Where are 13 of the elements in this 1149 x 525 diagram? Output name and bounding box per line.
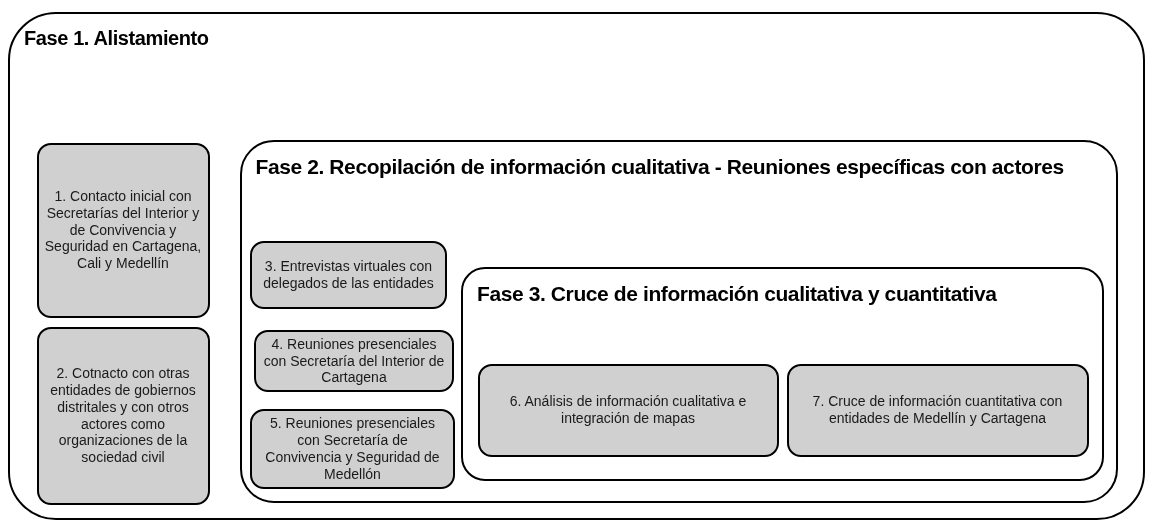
activity-box: 7. Cruce de información cuantitativa con entidades de Medellín y Cartagena <box>786 363 1089 457</box>
activity-box: 1. Contacto inicial con Secretarías del Interior y de Convivencia y Seguridad en Cartagena, Cali y Medellín <box>36 142 210 318</box>
phase-container <box>461 267 1104 481</box>
phase-title: Fase 1. Alistamiento <box>24 26 210 50</box>
activity-box: 2. Cotnacto con otras entidades de gobiernos distritales y con otros actores como organizaciones de la sociedad civil <box>36 326 210 505</box>
phase-title: Fase 3. Cruce de información cualitativa y cuantitativa <box>477 281 998 307</box>
activity-box: 4. Reuniones presenciales con Secretaría del Interior de Cartagena <box>254 330 454 392</box>
phase-container <box>8 12 1145 520</box>
activity-box: 6. Análisis de información cualitativa e integración de mapas <box>477 363 779 457</box>
phase-title: Fase 2. Recopilación de información cualitativa - Reuniones específicas con actores <box>255 153 1065 179</box>
activity-box: 3. Entrevistas virtuales con delegados de las entidades <box>250 241 447 309</box>
activity-box: 5. Reuniones presenciales con Secretaría de Convivencia y Seguridad de Medellón <box>250 409 455 489</box>
phase-container <box>239 139 1118 503</box>
